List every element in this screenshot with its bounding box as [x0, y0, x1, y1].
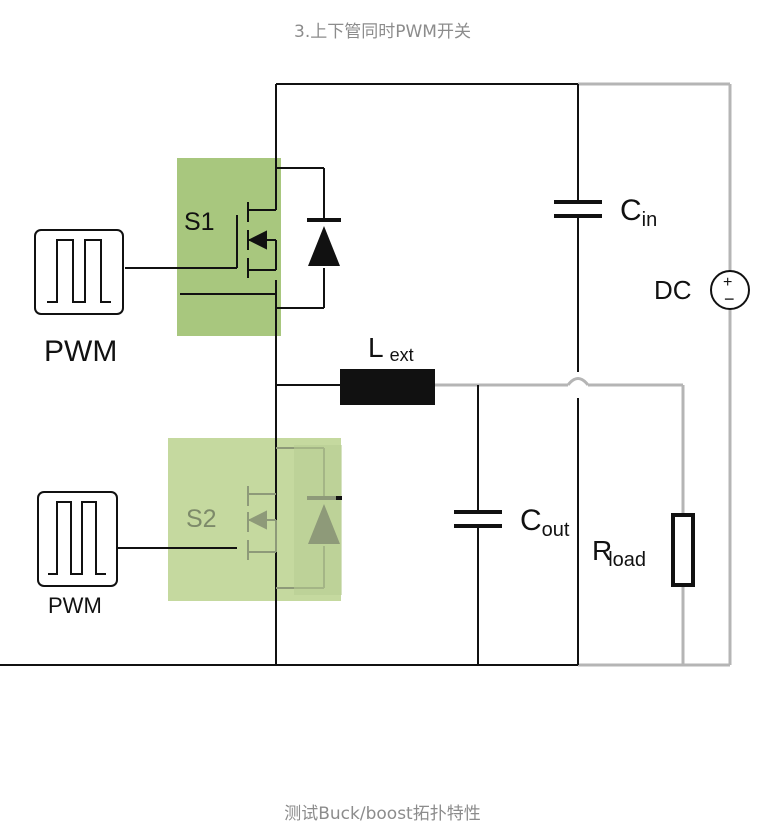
dc-plus-sign: + — [723, 274, 732, 291]
cout-label-main: C — [520, 504, 542, 537]
rload-label-main: R — [592, 535, 612, 566]
inductor-label-sub: ext — [390, 345, 414, 365]
s1-label: S1 — [184, 208, 215, 236]
inductor-label-main: L — [368, 332, 384, 363]
gray-wires — [435, 82, 732, 667]
capacitor-cin — [554, 200, 602, 218]
resistor-r-load — [671, 513, 695, 587]
diagram-title: 3.上下管同时PWM开关 — [294, 22, 471, 42]
black-wires — [0, 83, 579, 666]
pwm-generator-top — [34, 229, 124, 315]
inductor-l-ext — [340, 369, 435, 405]
s1-mosfet — [247, 168, 277, 278]
capacitor-cout — [454, 510, 502, 528]
cin-label-sub: in — [642, 209, 658, 231]
cout-label-sub: out — [542, 519, 570, 541]
rload-label-sub: load — [608, 549, 646, 571]
pwm-bottom-label: PWM — [48, 593, 102, 618]
dc-source — [710, 270, 750, 310]
s2-body-diode — [294, 445, 342, 595]
cin-label: Cin — [620, 194, 657, 231]
pwm-top-label: PWM — [44, 335, 117, 368]
dc-minus-sign: − — [724, 289, 735, 309]
rload-label: Rload — [592, 535, 646, 571]
s1-body-diode — [307, 218, 341, 266]
pwm-generator-bottom — [37, 491, 118, 587]
s2-label: S2 — [186, 505, 217, 533]
cout-label: Cout — [520, 504, 570, 541]
cin-label-main: C — [620, 194, 642, 227]
dc-label: DC — [654, 275, 692, 305]
diagram-footer-caption: 测试Buck/boost拓扑特性 — [284, 804, 481, 824]
